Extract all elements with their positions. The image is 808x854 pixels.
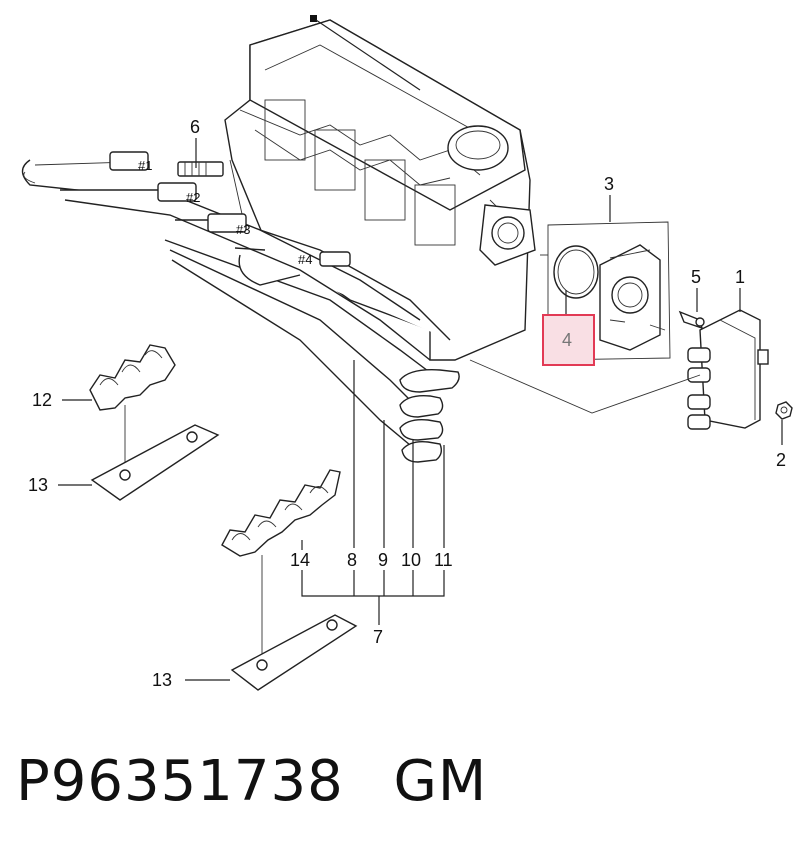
bracket-upper [90, 424, 220, 501]
callout-1: 1 [735, 267, 745, 287]
engine-block [224, 19, 531, 361]
cylinder-label-3: #3 [236, 222, 250, 237]
callout-8: 8 [347, 550, 357, 570]
callout-5: 5 [691, 267, 701, 287]
callout-9: 9 [378, 550, 388, 570]
callout-11: 11 [434, 550, 453, 570]
cylinder-label-4: #4 [298, 252, 312, 267]
wire-clip-upper [89, 344, 176, 470]
ignition-coil [687, 309, 769, 430]
bracket-lower [230, 614, 358, 691]
callout-13-upper: 13 [28, 475, 48, 495]
leader-marker [310, 15, 317, 22]
callout-14: 14 [290, 550, 310, 570]
plug-boots [109, 151, 351, 267]
fasteners [678, 310, 793, 420]
part-number: P96351738 [16, 749, 344, 814]
callout-4: 4 [562, 330, 572, 350]
engine-flange [479, 204, 536, 266]
cylinder-label-1: #1 [138, 158, 152, 173]
callout-13-lower: 13 [152, 670, 172, 690]
callout-7: 7 [373, 627, 383, 647]
callout-6: 6 [190, 117, 200, 137]
callout-2: 2 [776, 450, 786, 470]
highlight-box [542, 314, 595, 366]
part-number-footer: P96351738 GM [16, 748, 487, 814]
coil-boots [399, 369, 460, 463]
wire-clip-lower [221, 469, 341, 660]
spark-plug-wires [21, 159, 451, 446]
cylinder-label-2: #2 [186, 190, 200, 205]
callout-12: 12 [32, 390, 52, 410]
throttle-body-group [547, 221, 671, 361]
brand-name: GM [393, 749, 488, 814]
callout-10: 10 [401, 550, 421, 570]
callout-3: 3 [604, 174, 614, 194]
callout-leaders [58, 19, 783, 681]
